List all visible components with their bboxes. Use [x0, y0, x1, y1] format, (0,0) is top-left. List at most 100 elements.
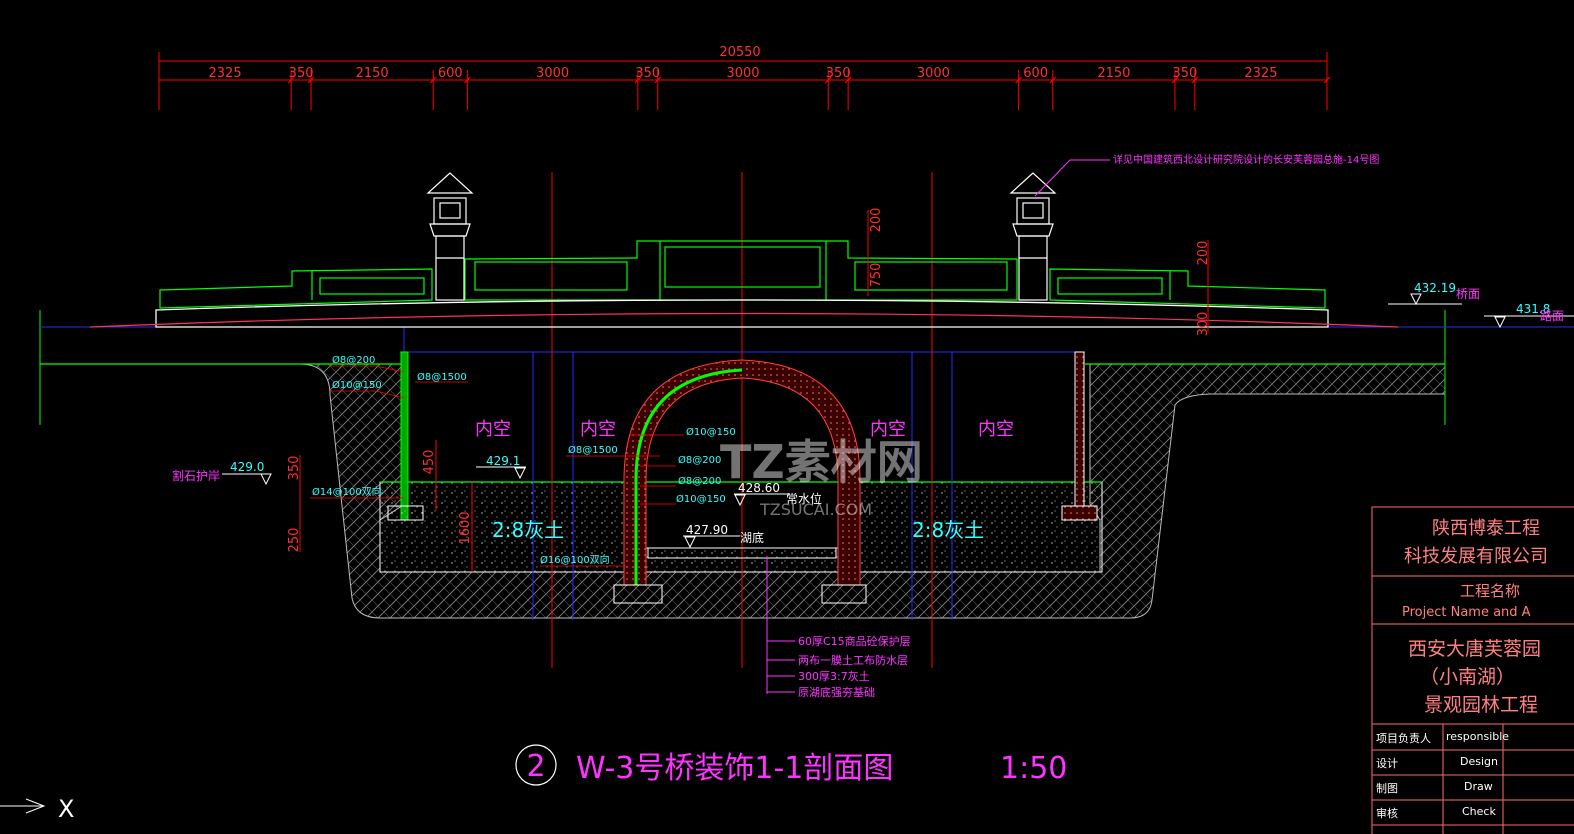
watermark: TZ素材网 TZSUCAI.COM: [720, 435, 923, 519]
bridge-railing: [159, 240, 1326, 309]
dimension-label-11: 2150: [1097, 66, 1130, 81]
rebar-r3: Ø8@1500: [417, 371, 467, 383]
ucs-icon: [0, 798, 46, 814]
elev-lake-bottom-label: 湖底: [740, 530, 764, 545]
dimension-label-2: 350: [289, 66, 314, 81]
dimension-label-13: 2325: [1244, 66, 1277, 81]
watermark-sub: TZSUCAI.COM: [759, 500, 872, 519]
layer-4: 原湖底强夯基础: [798, 685, 875, 699]
ground-hatch: [39, 310, 1446, 619]
elevation-markers: [222, 293, 1574, 549]
layer-3: 300厚3:7灰土: [798, 669, 870, 683]
title-text: W-3号桥装饰1-1剖面图: [576, 751, 893, 786]
elev-bank: 429.0: [230, 460, 264, 474]
dimension-tick-mark: [1191, 76, 1199, 84]
elev-lake-bottom: 427.90: [686, 523, 728, 537]
watermark-main: TZ素材网: [720, 435, 923, 489]
vdim-1600: 1600: [458, 511, 473, 544]
dimension-chain: [158, 52, 1328, 110]
dimension-tick-mark: [844, 76, 852, 84]
tb-project-name-2: （小南湖）: [1420, 666, 1515, 688]
tb-project-label-en: Project Name and A: [1402, 605, 1531, 620]
elev-left-inner: 429.1: [486, 454, 520, 468]
rebar-leaders: [310, 365, 684, 567]
tb-row-draw-en: Draw: [1464, 780, 1493, 793]
lime-soil-label-right: 2:8灰土: [912, 518, 984, 542]
tb-row-draw-cn: 制图: [1376, 782, 1398, 795]
elev-road-label: 路面: [1540, 308, 1564, 323]
rebar-c3: Ø8@200: [678, 454, 721, 466]
dimension-label-1: 2325: [209, 66, 242, 81]
vdim-250: 250: [287, 528, 302, 553]
layer-1: 60厚C15商品砼保护层: [798, 634, 911, 648]
dimension-label-3: 2150: [356, 66, 389, 81]
dimension-tick-mark: [1323, 76, 1331, 84]
dimension-tick-mark: [429, 76, 437, 84]
vdim-350: 350: [287, 456, 302, 481]
dimension-tick-mark: [824, 76, 832, 84]
dimension-label-6: 350: [635, 66, 660, 81]
rebar-r4: Ø14@100双向: [312, 485, 382, 498]
reference-leader: [1034, 159, 1110, 197]
dimension-tick-mark: [1171, 76, 1179, 84]
tb-row-check-cn: 审核: [1376, 806, 1398, 820]
vdim-300: 300: [1196, 312, 1211, 337]
dimension-tick-mark: [1015, 76, 1023, 84]
arch-culvert: [613, 359, 867, 604]
tb-company-2: 科技发展有限公司: [1404, 546, 1548, 567]
rebar-r5: Ø16@100双向: [540, 553, 610, 566]
dimension-tick-mark: [287, 76, 295, 84]
drawing-title: 2 W-3号桥装饰1-1剖面图 1:50: [515, 744, 1067, 786]
title-block: [1371, 506, 1574, 834]
layer-callout-leader: [766, 556, 795, 694]
tb-project-name-1: 西安大唐芙蓉园: [1408, 638, 1541, 660]
center-lines: [551, 172, 933, 668]
tb-project-label: 工程名称: [1460, 582, 1520, 600]
lamp-post-right: [1009, 172, 1057, 301]
tb-project-name-3: 景观园林工程: [1424, 694, 1538, 716]
dimension-tick-mark: [307, 76, 315, 84]
ucs-x-label: X: [58, 795, 74, 823]
reference-note: 详见中国建筑西北设计研究院设计的长安芙蓉园总施-14号图: [1113, 153, 1379, 166]
lime-soil-fill: [379, 481, 1103, 573]
hollow-label-2: 内空: [580, 419, 616, 440]
layer-2: 两布一膜土工布防水层: [798, 653, 908, 667]
dimension-label-9: 3000: [917, 66, 950, 81]
dimension-label-7: 3000: [726, 66, 759, 81]
overall-dimension: 20550: [719, 45, 760, 60]
hollow-label-4: 内空: [978, 419, 1014, 440]
dimension-label-10: 600: [1023, 66, 1048, 81]
vertical-dimension-lines: [299, 210, 1209, 572]
rebar-c5: Ø10@150: [676, 493, 726, 505]
tb-row-responsible-en: responsible: [1446, 730, 1509, 743]
tb-row-responsible-cn: 项目负责人: [1376, 731, 1431, 745]
dimension-label-12: 350: [1172, 66, 1197, 81]
dimension-label-5: 3000: [536, 66, 569, 81]
retaining-walls: [387, 351, 1098, 521]
vdim-750: 750: [869, 263, 884, 288]
hollow-label-1: 内空: [475, 419, 511, 440]
rebar-c2: Ø8@1500: [568, 444, 618, 456]
vdim-200-top: 200: [869, 208, 884, 233]
tb-row-design-cn: 设计: [1376, 757, 1398, 770]
elev-bank-label: 割石护岸: [172, 468, 220, 483]
elev-bridge-deck-label: 桥面: [1456, 287, 1480, 301]
elev-bridge-deck: 432.19: [1414, 281, 1456, 295]
lime-soil-label-left: 2:8灰土: [492, 518, 564, 542]
vdim-450: 450: [422, 450, 437, 475]
dimension-tick-mark: [1049, 76, 1057, 84]
bridge-deck: [89, 299, 1399, 328]
dimension-label-4: 600: [438, 66, 463, 81]
title-scale: 1:50: [1000, 751, 1067, 786]
dimension-tick-mark: [634, 76, 642, 84]
rebar-c1: Ø10@150: [686, 426, 736, 438]
dimension-ticks: [287, 70, 1331, 110]
dimension-label-8: 350: [826, 66, 851, 81]
tb-company-1: 陕西博泰工程: [1432, 518, 1540, 539]
tb-row-design-en: Design: [1460, 755, 1498, 768]
lamp-post-left: [426, 172, 474, 301]
elev-water: 428.60: [738, 481, 780, 495]
rebar-r1: Ø8@200: [332, 354, 375, 366]
